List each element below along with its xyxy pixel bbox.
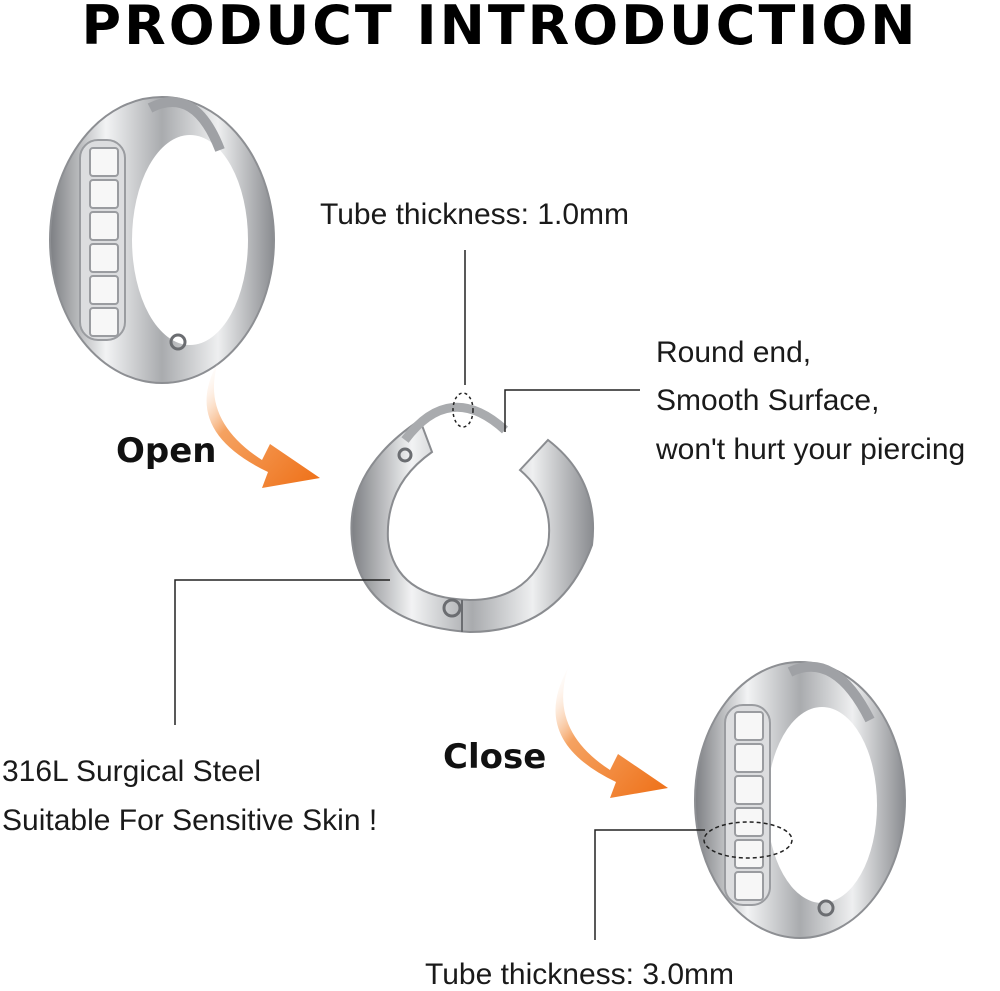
steel-label-line2: Suitable For Sensitive Skin !	[2, 804, 378, 837]
round-end-label-line1: Round end,	[656, 336, 812, 369]
round-end-label-line2: Smooth Surface,	[656, 384, 880, 417]
round-end-label-line3: won't hurt your piercing	[656, 433, 966, 466]
tube-thickness-thick-label: Tube thickness: 3.0mm	[425, 958, 735, 991]
open-label: Open	[116, 431, 217, 471]
steel-label-line1: 316L Surgical Steel	[2, 755, 262, 788]
curved-arrow-icon	[555, 668, 668, 798]
hoop-earring-closed-icon	[49, 96, 275, 384]
hoop-earring-closed-small-icon	[694, 661, 906, 939]
tube-thickness-thin-label: Tube thickness: 1.0mm	[320, 198, 630, 231]
close-label: Close	[443, 737, 547, 777]
callout-lines	[174, 250, 793, 940]
page-title: PRODUCT INTRODUCTION	[81, 0, 919, 57]
curved-arrow-icon	[206, 362, 320, 488]
hoop-earring-open-icon	[350, 402, 594, 634]
